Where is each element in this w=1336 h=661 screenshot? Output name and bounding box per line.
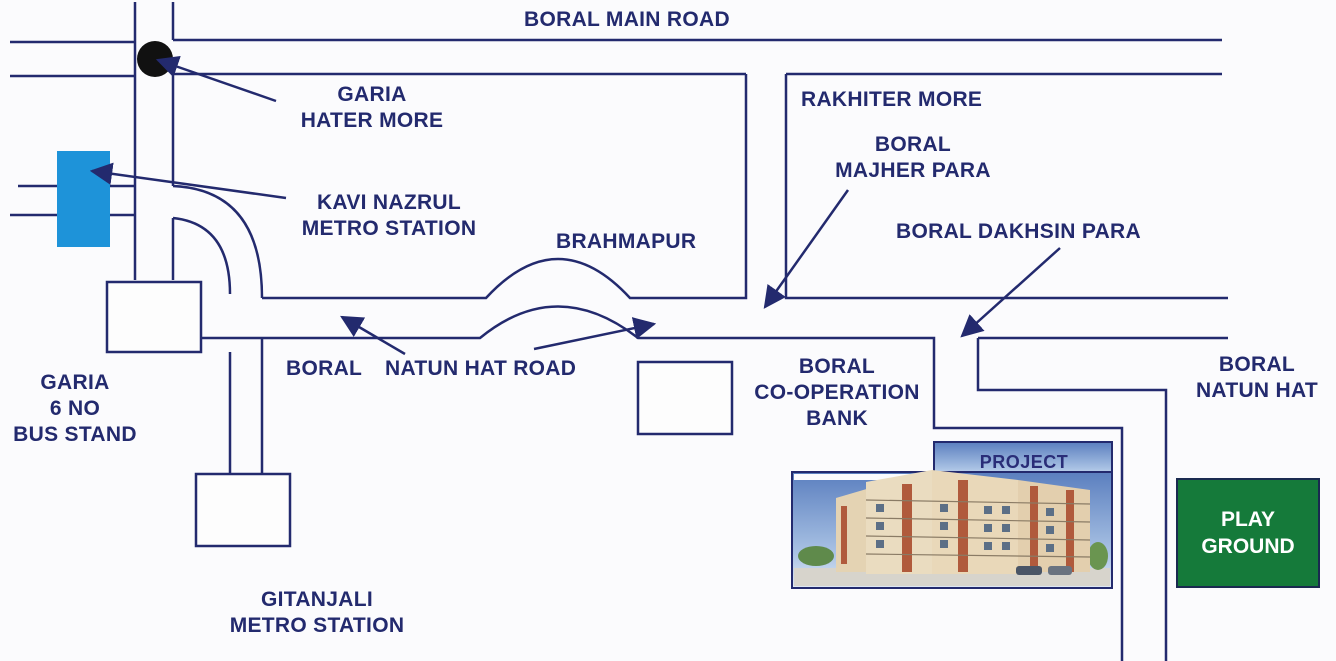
label-boral-main-road: BORAL MAIN ROAD bbox=[524, 8, 730, 31]
curve-outer bbox=[172, 184, 264, 299]
label-boral-dakhsin-para: BORAL DAKHSIN PARA bbox=[896, 220, 1141, 243]
label-project: PROJECT bbox=[979, 451, 1069, 472]
label-garia-bus-stand: GARIA 6 NO BUS STAND bbox=[13, 371, 137, 446]
pointer-arrows bbox=[89, 56, 1061, 356]
play-ground-box: PLAY GROUND bbox=[1176, 478, 1320, 588]
arrow-dakhsin-para-icon bbox=[960, 247, 1061, 338]
arrow-natun-hat-left-icon bbox=[340, 315, 406, 356]
label-boral-road: BORAL bbox=[286, 357, 363, 380]
label-boral-natun-hat: BORAL NATUN HAT bbox=[1195, 353, 1319, 402]
label-natun-hat-road: NATUN HAT ROAD bbox=[385, 357, 577, 380]
landmark-block-bank bbox=[636, 360, 734, 436]
play-ground-area bbox=[1176, 478, 1320, 588]
arrow-hater-more-icon bbox=[155, 56, 277, 103]
landmark-block-garia bbox=[105, 280, 203, 354]
arrow-natun-hat-right-icon bbox=[533, 317, 657, 351]
curve-inner bbox=[172, 216, 232, 295]
label-play-ground: PLAY GROUND bbox=[1201, 508, 1295, 558]
landmark-block-gitanjali bbox=[194, 472, 292, 548]
label-gitanjali-metro: GITANJALI METRO STATION bbox=[229, 588, 405, 637]
arrow-kavi-nazrul-icon bbox=[89, 162, 287, 200]
label-rakhiter-more: RAKHITER MORE bbox=[801, 88, 983, 111]
rakhiter-block bbox=[784, 74, 1228, 300]
project-image bbox=[791, 441, 1113, 589]
label-garia-hater-more: GARIA HATER MORE bbox=[300, 83, 444, 132]
label-boral-cooperation-bank: BORAL CO-OPERATION BANK bbox=[754, 355, 920, 430]
natun-hat-junction-road bbox=[976, 338, 1168, 661]
metro-station-icon bbox=[57, 151, 110, 247]
natun-hat-road-bottom bbox=[200, 305, 1124, 661]
label-boral-majher-para: BORAL MAJHER PARA bbox=[835, 133, 991, 182]
label-kavi-nazrul-metro: KAVI NAZRUL METRO STATION bbox=[301, 191, 477, 240]
arrow-majher-para-icon bbox=[763, 189, 850, 309]
project-tab: PROJECT bbox=[938, 446, 1110, 478]
label-brahmapur: BRAHMAPUR bbox=[556, 230, 697, 253]
junction-marker-icon bbox=[137, 41, 173, 77]
natun-hat-road-top bbox=[262, 74, 748, 300]
roads bbox=[10, 2, 1228, 661]
